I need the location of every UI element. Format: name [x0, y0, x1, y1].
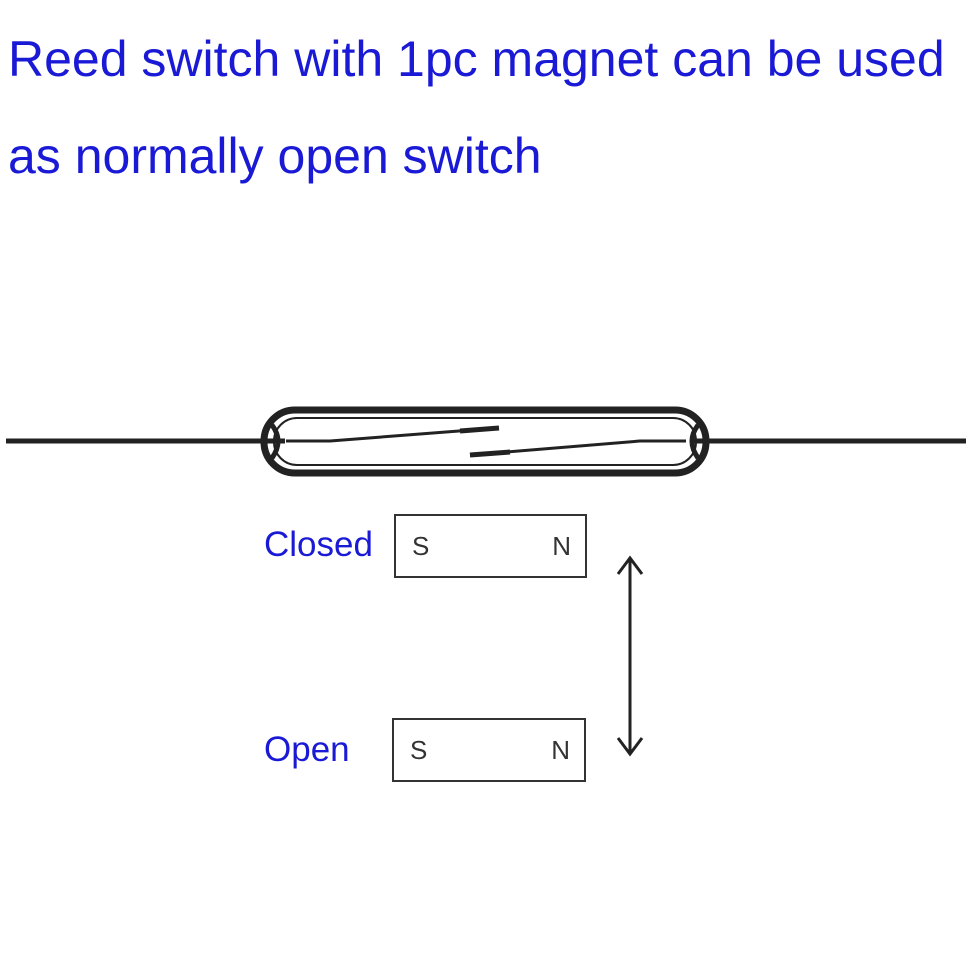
south-pole-label: S	[410, 735, 428, 765]
south-pole-label: S	[412, 531, 430, 561]
right-reed-tip	[469, 449, 511, 458]
open-state-label: Open	[264, 730, 350, 769]
north-pole-label: N	[552, 531, 571, 561]
north-pole-label: N	[551, 735, 570, 765]
magnet-open-position: S N	[392, 718, 586, 782]
title-line-2: as normally open switch	[8, 128, 542, 184]
title-line-1: Reed switch with 1pc magnet can be used	[8, 31, 945, 87]
right-reed-contact	[469, 439, 686, 457]
left-reed-tip	[459, 425, 500, 434]
closed-state-label: Closed	[264, 525, 373, 564]
right-end-seal	[689, 423, 701, 460]
magnet-closed-position: S N	[394, 514, 587, 578]
glass-envelope-inner	[273, 417, 697, 466]
glass-envelope	[260, 406, 710, 477]
double-headed-vertical-arrow-icon	[616, 555, 644, 757]
left-reed-contact	[286, 426, 499, 443]
left-end-seal	[269, 423, 281, 460]
